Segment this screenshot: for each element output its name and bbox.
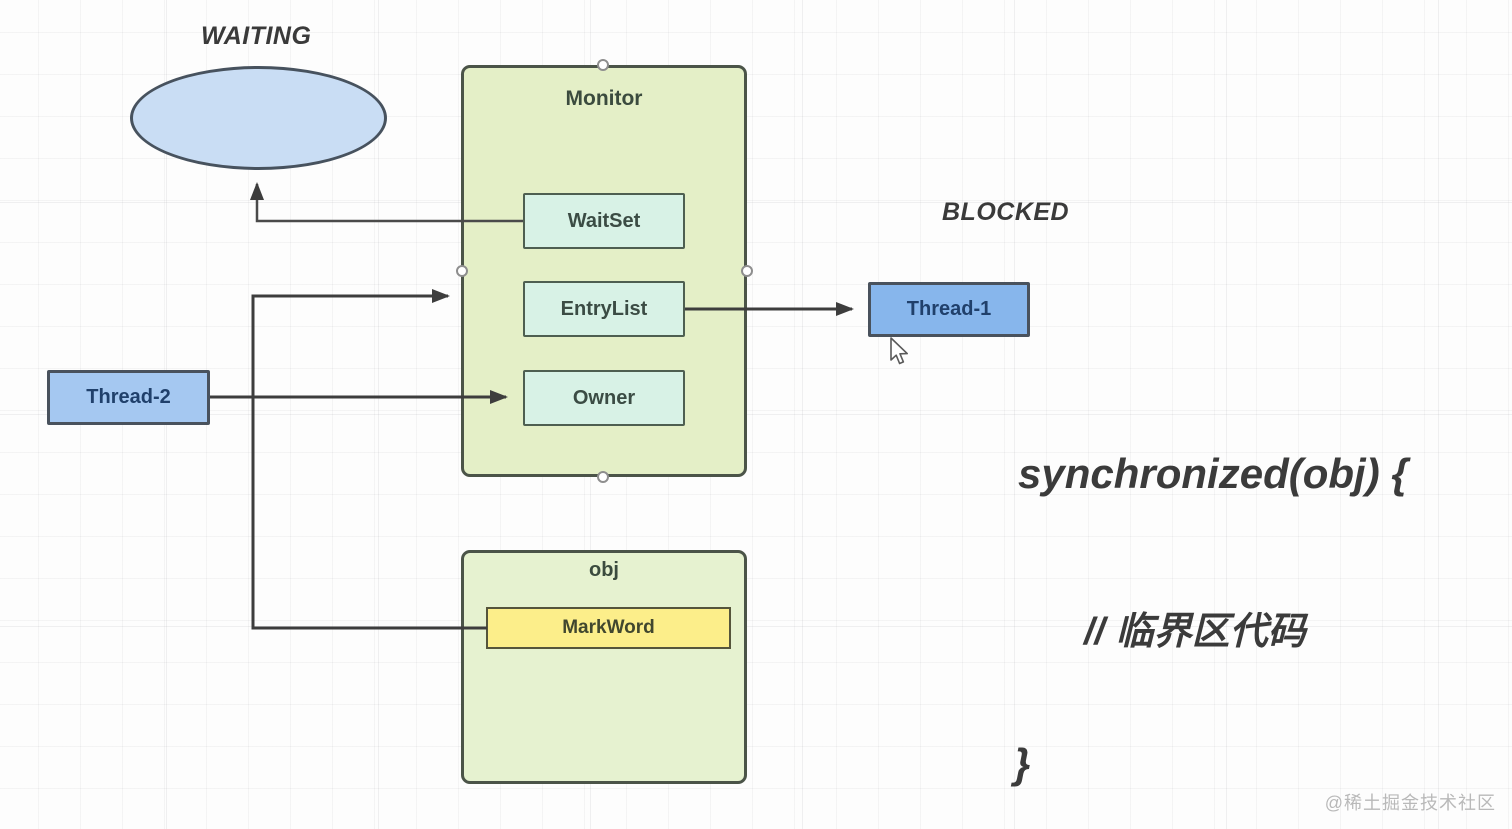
obj-title: obj <box>589 559 619 581</box>
markword-field[interactable]: MarkWord <box>486 607 731 649</box>
entrylist-slot[interactable]: EntryList <box>523 281 685 337</box>
connection-handle-bottom[interactable] <box>597 471 609 483</box>
owner-slot[interactable]: Owner <box>523 370 685 426</box>
code-line-2: // 临界区代码 <box>1084 611 1306 653</box>
thread-1-node[interactable]: Thread-1 <box>868 282 1030 337</box>
obj-node[interactable] <box>461 550 747 784</box>
blocked-state-label: BLOCKED <box>942 198 1070 226</box>
mouse-cursor-icon <box>890 337 908 365</box>
waiting-ellipse-node[interactable] <box>130 66 387 170</box>
monitor-title: Monitor <box>565 87 643 110</box>
markword-to-monitor-arrow <box>251 289 487 630</box>
code-line-3: } <box>1014 740 1031 787</box>
watermark: @稀土掘金技术社区 <box>1324 793 1496 813</box>
connection-handle-left[interactable] <box>456 265 468 277</box>
waitset-slot[interactable]: WaitSet <box>523 193 685 249</box>
connection-handle-top[interactable] <box>597 59 609 71</box>
code-line-1: synchronized(obj) { <box>1018 450 1408 497</box>
waiting-state-label: WAITING <box>201 22 312 50</box>
thread-2-node[interactable]: Thread-2 <box>47 370 210 425</box>
connection-handle-right[interactable] <box>741 265 753 277</box>
